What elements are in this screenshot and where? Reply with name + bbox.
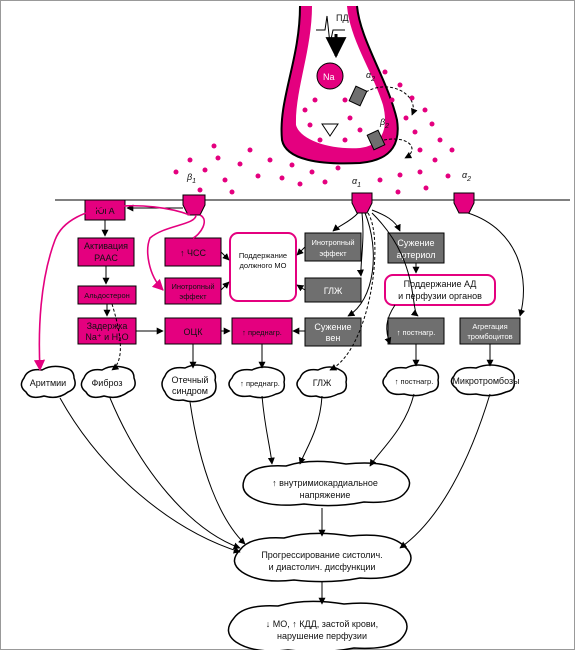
- beta1-receptor: β1: [182, 172, 206, 216]
- dysfunction-progression-cloud: Прогрессирование систолич. и диастолич. …: [233, 532, 412, 583]
- svg-text:Агрегация: Агрегация: [472, 322, 507, 331]
- retention-box: Задержка Na⁺ и H₂O: [77, 317, 137, 345]
- svg-text:и диастолич. дисфункции: и диастолич. дисфункции: [269, 562, 376, 572]
- svg-text:↑ постнагр.: ↑ постнагр.: [397, 328, 436, 337]
- svg-text:напряжение: напряжение: [300, 490, 351, 500]
- platelet-aggregation-box: Агрегация тромбоцитов: [459, 317, 521, 345]
- svg-text:ГЛЖ: ГЛЖ: [313, 378, 332, 388]
- lvh-cloud: ГЛЖ: [296, 366, 348, 399]
- bp-support-box: Поддержание АД и перфузии органов: [384, 274, 496, 306]
- svg-text:эффект: эффект: [179, 292, 207, 301]
- svg-text:Задержка: Задержка: [87, 321, 128, 331]
- final-outcome-cloud: ↓ МО, ↑ КДД, застой крови, нарушение пер…: [227, 600, 408, 650]
- alpha1-receptor: α1: [351, 176, 373, 214]
- svg-text:Прогрессирование систолич.: Прогрессирование систолич.: [261, 550, 382, 560]
- svg-text:Na⁺ и H₂O: Na⁺ и H₂O: [85, 332, 128, 342]
- alpha2-presynaptic-receptor: α2: [348, 70, 418, 116]
- svg-text:↑ преднагр.: ↑ преднагр.: [242, 328, 282, 337]
- preload-box: ↑ преднагр.: [231, 317, 293, 345]
- svg-text:артериол: артериол: [397, 250, 436, 260]
- svg-text:синдром: синдром: [172, 386, 208, 396]
- sodium-label: Na: [323, 72, 335, 82]
- svg-text:α2: α2: [462, 170, 471, 183]
- svg-text:Инотропный: Инотропный: [311, 238, 354, 247]
- alpha2-postsynaptic-receptor: α2: [453, 170, 475, 214]
- svg-text:+: +: [350, 114, 358, 130]
- svg-text:↑ преднагр.: ↑ преднагр.: [240, 379, 280, 388]
- noradrenaline-dots: [173, 69, 455, 195]
- arteriole-constriction-box: Сужение артериол: [387, 232, 445, 264]
- lvh-box: ГЛЖ: [304, 277, 362, 303]
- svg-text:Отечный: Отечный: [172, 375, 209, 385]
- fibrosis-cloud: Фиброз: [80, 365, 136, 399]
- svg-text:↑ постнагр.: ↑ постнагр.: [395, 377, 434, 386]
- svg-text:β2: β2: [379, 117, 389, 130]
- svg-text:Фиброз: Фиброз: [91, 378, 122, 388]
- raas-box: Активация РААС: [77, 237, 135, 267]
- svg-text:Активация: Активация: [84, 241, 128, 251]
- vein-constriction-box: Сужение вен: [304, 317, 362, 347]
- afterload-box: ↑ постнагр.: [387, 317, 445, 345]
- microthrombosis-cloud: Микротромбозы: [450, 364, 520, 397]
- svg-text:α2: α2: [366, 70, 375, 83]
- inotropic-right-box: Инотропный эффект: [304, 232, 362, 262]
- svg-text:β1: β1: [186, 172, 196, 185]
- svg-text:Инотропный: Инотропный: [171, 282, 214, 291]
- svg-text:Поддержание: Поддержание: [239, 251, 287, 260]
- svg-text:и перфузии органов: и перфузии органов: [398, 291, 482, 301]
- aldosterone-box: Альдостерон: [77, 285, 137, 305]
- heart-rate-box: ↑ ЧСС: [164, 237, 222, 267]
- svg-text:Сужение: Сужение: [314, 322, 351, 332]
- inotropic-left-box: Инотропный эффект: [164, 277, 222, 305]
- edema-cloud: Отечный синдром: [161, 364, 217, 403]
- circulating-volume-box: ОЦК: [164, 317, 222, 345]
- svg-text:должного МО: должного МО: [240, 261, 287, 270]
- svg-text:нарушение перфузии: нарушение перфузии: [277, 631, 367, 641]
- svg-text:Альдостерон: Альдостерон: [84, 291, 130, 300]
- svg-text:Аритмии: Аритмии: [30, 378, 66, 388]
- preload-cloud: ↑ преднагр.: [228, 366, 286, 399]
- svg-text:Сужение: Сужение: [397, 238, 434, 248]
- svg-text:↓ МО, ↑ КДД, застой крови,: ↓ МО, ↑ КДД, застой крови,: [266, 619, 378, 629]
- svg-text:↑ ЧСС: ↑ ЧСС: [180, 248, 206, 258]
- afterload-cloud: ↑ постнагр.: [382, 364, 440, 397]
- yuga-box: ЮГА: [84, 199, 126, 221]
- svg-text:ЮГА: ЮГА: [95, 206, 114, 216]
- svg-text:ГЛЖ: ГЛЖ: [324, 286, 343, 296]
- mo-support-box: Поддержание должного МО: [229, 232, 297, 302]
- intramyocardial-tension-cloud: ↑ внутримиокардиальное напряжение: [242, 460, 411, 507]
- svg-text:вен: вен: [326, 333, 341, 343]
- svg-text:эффект: эффект: [319, 249, 347, 258]
- svg-text:Микротромбозы: Микротромбозы: [452, 376, 519, 386]
- nerve-terminal: ПД Na +: [280, 5, 399, 165]
- svg-text:α1: α1: [352, 176, 361, 189]
- svg-text:ОЦК: ОЦК: [184, 327, 204, 337]
- arrhythmia-cloud: Аритмии: [20, 365, 76, 399]
- beta2-presynaptic-receptor: β2: [366, 117, 413, 159]
- svg-text:↑ внутримиокардиальное: ↑ внутримиокардиальное: [272, 478, 378, 488]
- arrows: [33, 204, 526, 605]
- impulse-label: ПД: [336, 13, 349, 23]
- svg-text:РААС: РААС: [94, 253, 118, 263]
- svg-text:тромбоцитов: тромбоцитов: [467, 332, 512, 341]
- svg-text:Поддержание АД: Поддержание АД: [404, 279, 477, 289]
